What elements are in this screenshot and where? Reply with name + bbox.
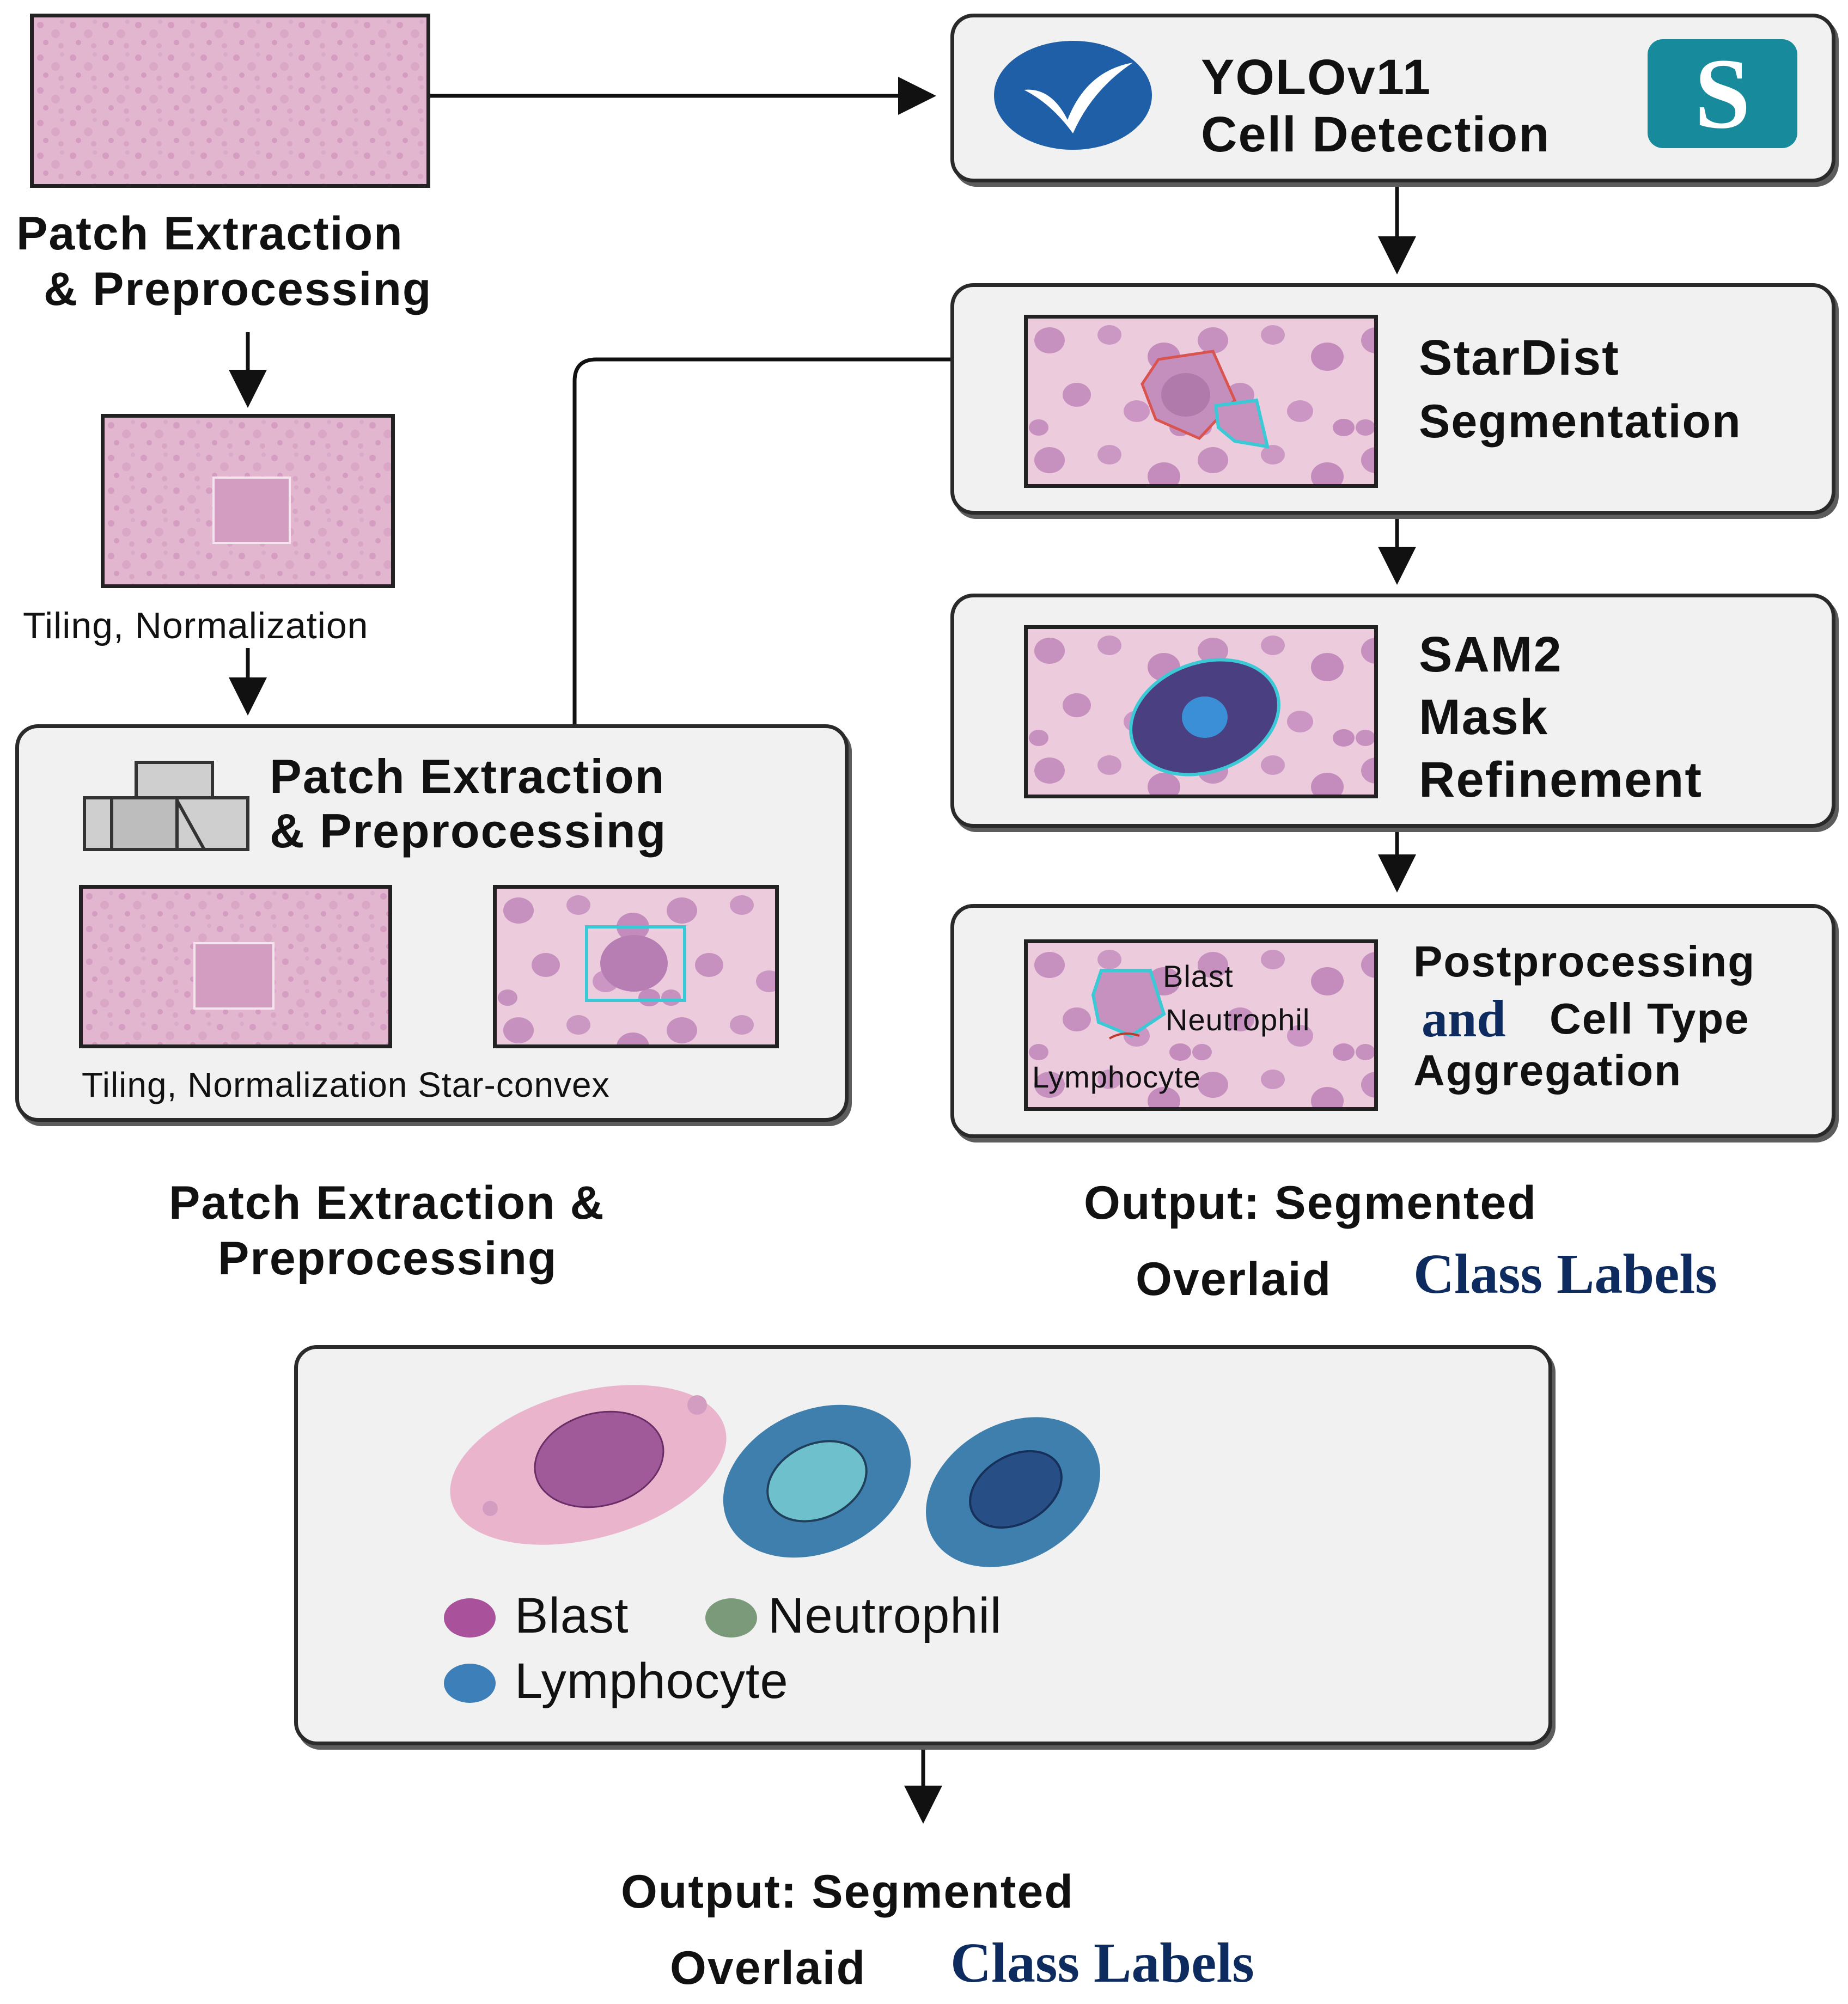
yolo-logo-icon — [994, 41, 1152, 150]
stardist-logo-letter: S — [1694, 38, 1751, 150]
legend-label-neutrophil: Neutrophil — [768, 1588, 1002, 1643]
patch-box-title-line1: Patch Extraction — [270, 749, 666, 803]
legend-dot-blast — [444, 1598, 496, 1638]
patch-cell-image — [493, 885, 779, 1048]
right-output-line2b: Class Labels — [1413, 1243, 1717, 1305]
post-label-blast: Blast — [1163, 959, 1234, 993]
tiling-image — [101, 414, 395, 588]
patch-tissue-image — [79, 885, 392, 1048]
post-title-line3: Aggregation — [1413, 1046, 1682, 1095]
sam2-title-line1: SAM2 — [1419, 627, 1563, 682]
stardist-logo-icon: S — [1648, 39, 1797, 148]
bottom-output-line1: Output: Segmented — [621, 1866, 1074, 1918]
yolo-title-line1: YOLOv11 — [1201, 50, 1432, 105]
patch-box-caption: Tiling, Normalization Star-convex — [82, 1065, 610, 1104]
postprocessing-image — [1024, 939, 1378, 1111]
post-label-neutrophil: Neutrophil — [1166, 1003, 1310, 1037]
legend-dot-lymphocyte — [444, 1664, 496, 1703]
cell-illustrations — [450, 1385, 1100, 1567]
legend-dot-neutrophil — [705, 1598, 757, 1638]
sam2-image — [1024, 625, 1378, 798]
stardist-image — [1024, 315, 1378, 488]
stardist-title-line2: Segmentation — [1419, 395, 1742, 448]
bottom-output-line2b: Class Labels — [950, 1932, 1254, 1994]
left-caption-line2: Preprocessing — [218, 1232, 558, 1285]
legend-label-lymphocyte: Lymphocyte — [515, 1653, 789, 1709]
post-title-line1: Postprocessing — [1413, 937, 1756, 986]
class-overlay-box — [294, 1345, 1552, 1745]
post-title-line2: Cell Type — [1550, 994, 1750, 1043]
post-title-and: and — [1422, 989, 1506, 1048]
sam2-title-line3: Refinement — [1419, 752, 1703, 808]
stardist-title-line1: StarDist — [1419, 330, 1620, 386]
input-title-line2: & Preprocessing — [44, 263, 432, 315]
left-caption-line1: Patch Extraction & — [169, 1177, 605, 1229]
lymphocyte-cell-illustration — [926, 1417, 1100, 1567]
sam2-title-line2: Mask — [1419, 689, 1549, 745]
patch-box-title-line2: & Preprocessing — [270, 804, 667, 858]
blast-cell-illustration — [450, 1385, 727, 1545]
right-output-line2a: Overlaid — [1136, 1253, 1332, 1305]
post-label-lymphocyte: Lymphocyte — [1032, 1060, 1201, 1094]
legend-label-blast: Blast — [515, 1588, 629, 1643]
right-output-line1: Output: Segmented — [1084, 1177, 1537, 1229]
yolo-title-line2: Cell Detection — [1201, 107, 1551, 162]
input-tissue-image — [30, 14, 430, 188]
tiles-icon — [83, 761, 249, 851]
input-title-line1: Patch Extraction — [16, 207, 404, 260]
bottom-output-line2a: Overlaid — [670, 1942, 867, 1994]
tiling-caption: Tiling, Normalization — [23, 605, 369, 646]
neutrophil-cell-illustration — [723, 1404, 911, 1558]
